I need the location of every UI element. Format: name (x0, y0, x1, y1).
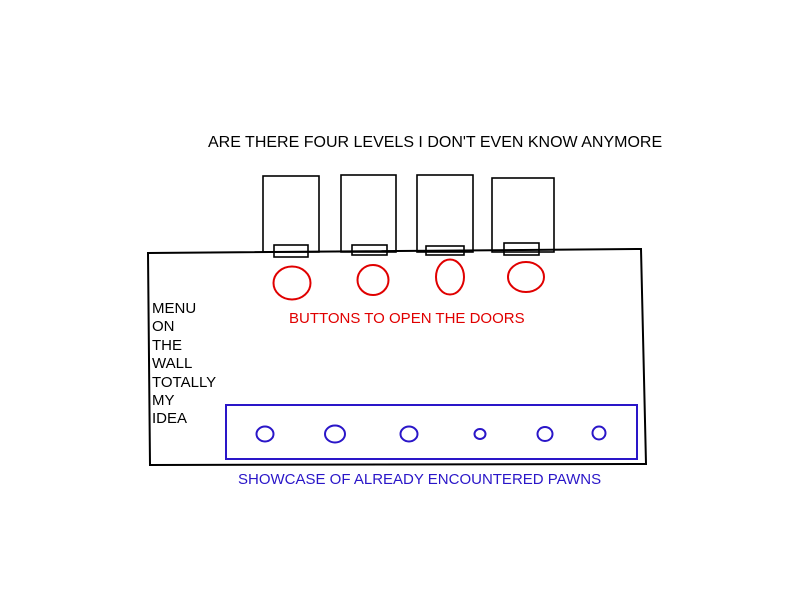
pawn-slot-4[interactable] (473, 428, 487, 440)
wall-menu-line: IDEA (152, 410, 188, 428)
door-buttons-caption: BUTTONS TO OPEN THE DOORS (289, 310, 525, 327)
door-1[interactable] (262, 175, 320, 253)
pawn-showcase-frame (225, 404, 638, 460)
wall-menu-line: WALL (152, 355, 193, 373)
pawn-slot-1[interactable] (255, 425, 275, 443)
sketch-title: ARE THERE FOUR LEVELS I DON'T EVEN KNOW … (208, 134, 663, 151)
door-4[interactable] (491, 177, 555, 253)
wall-menu-line: MENU (152, 300, 197, 317)
pawn-showcase-caption: SHOWCASE OF ALREADY ENCOUNTERED PAWNS (238, 471, 602, 488)
door-4-handle (503, 242, 540, 256)
door-3[interactable] (416, 174, 474, 253)
pawn-slot-3[interactable] (399, 425, 419, 443)
door-1-handle (273, 244, 309, 258)
doors (262, 174, 555, 258)
wall-menu-line: THE (152, 336, 182, 354)
door-buttons (272, 258, 545, 301)
pawn-slot-5[interactable] (536, 426, 554, 442)
door-button-3[interactable] (435, 258, 465, 296)
wall-menu-note: MENU ON THE WALL TOTALLY MY IDEA (152, 300, 216, 429)
door-2[interactable] (340, 174, 397, 253)
pawn-showcase (225, 404, 638, 460)
pawn-slot-6[interactable] (591, 425, 607, 441)
door-3-handle (425, 245, 465, 256)
wall-menu-line: TOTALLY (152, 373, 217, 391)
wall-menu-line: ON (152, 318, 175, 336)
door-button-1[interactable] (272, 265, 312, 301)
wall-menu-line: MY (152, 392, 175, 410)
wall-panel (146, 247, 648, 467)
door-button-2[interactable] (356, 264, 390, 296)
door-button-4[interactable] (507, 261, 545, 293)
pawn-slot-2[interactable] (324, 424, 346, 444)
door-2-handle (351, 244, 388, 256)
